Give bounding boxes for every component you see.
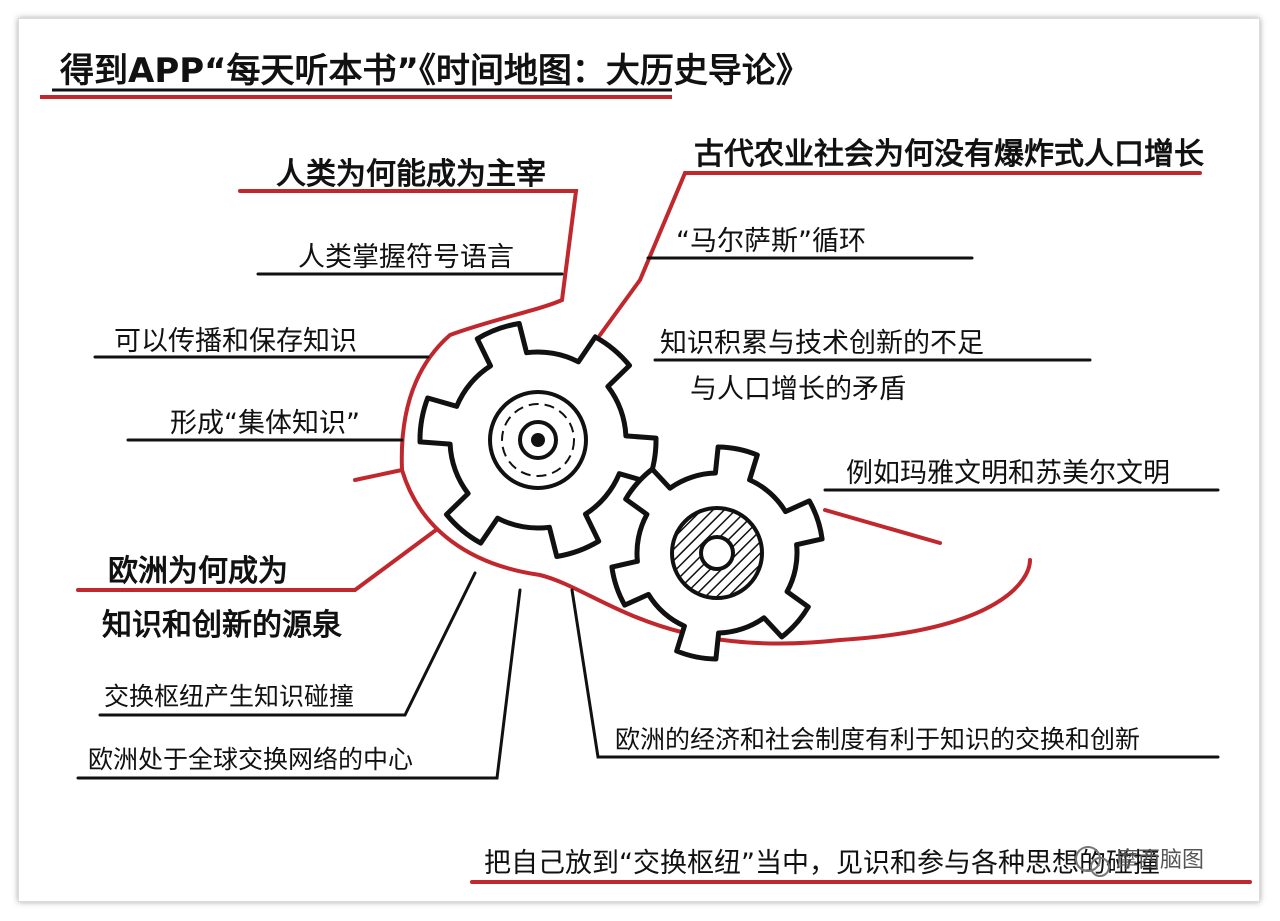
heading-europe-line2: 知识和创新的源泉: [102, 608, 342, 643]
gear-small-icon: [609, 444, 825, 662]
leaf-knowledge-shortfall: 知识积累与技术创新的不足: [660, 328, 984, 359]
branch-left-top: [238, 189, 579, 482]
heading-why-humans-dominate: 人类为何能成为主宰: [276, 157, 546, 192]
leaf-economic-system: 欧洲的经济和社会制度有利于知识的交换和创新: [615, 725, 1140, 754]
heading-europe-line1: 欧洲为何成为: [108, 554, 288, 589]
branch-left-bottom: [76, 528, 438, 592]
leaf-europe-center: 欧洲处于全球交换网络的中心: [88, 745, 413, 774]
leaf-collective-knowledge: 形成“集体知识”: [170, 408, 360, 439]
title-text: 得到APP“每天听本书”《时间地图：大历史导论》: [59, 51, 810, 91]
watermark: 摩西脑图: [1075, 846, 1204, 877]
gear-large-icon: [417, 321, 659, 559]
conclusion-text: 把自己放到“交换枢纽”当中，见识和参与各种思想的碰撞: [484, 848, 1160, 879]
branch-gear-wrap: [400, 468, 1032, 646]
leaf-line-9: [570, 588, 1220, 759]
red-branches: [76, 171, 1252, 884]
branch-right-top: [598, 171, 1202, 337]
leaf-spread-knowledge: 可以传播和保存知识: [114, 326, 357, 357]
watermark-text: 摩西脑图: [1116, 848, 1204, 873]
leaf-exchange-hub: 交换枢纽产生知识碰撞: [104, 682, 354, 711]
leaf-line-8: [76, 588, 522, 780]
leaf-symbolic-language: 人类掌握符号语言: [298, 242, 514, 273]
black-leaves: [76, 256, 1220, 780]
leaf-population-contradiction: 与人口增长的矛盾: [690, 374, 906, 405]
leaf-malthus-cycle: “马尔萨斯”循环: [676, 226, 866, 257]
leaf-maya-sumer: 例如玛雅文明和苏美尔文明: [846, 458, 1170, 489]
leaf-line-7: [98, 571, 477, 717]
branch-right-lower: [823, 508, 942, 545]
heading-agricultural-population: 古代农业社会为何没有爆炸式人口增长: [694, 137, 1204, 172]
